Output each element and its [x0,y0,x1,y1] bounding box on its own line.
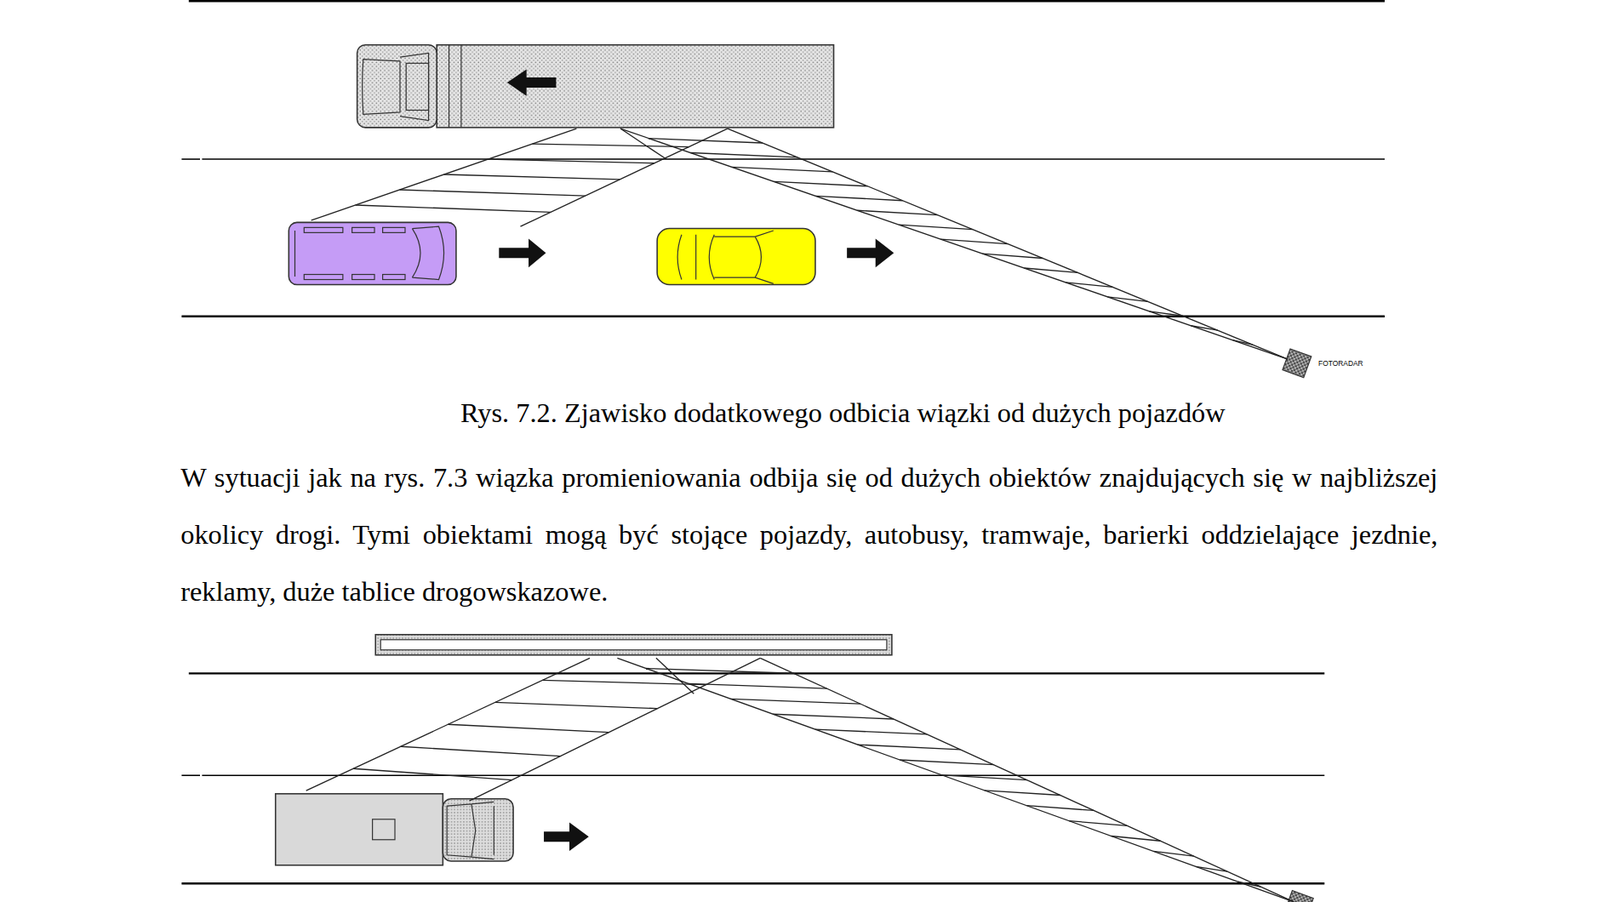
beam-line [1232,340,1253,345]
radar-device [1282,348,1312,378]
beam-line [1148,311,1183,316]
beam-line [656,657,694,694]
beam-line [400,746,561,756]
beam-line [353,768,512,780]
beam-line [772,714,894,720]
beam-line [857,744,961,750]
beam-line [773,181,868,186]
beam-line [690,153,798,158]
figure-caption: Rys. 7.2. Zjawisko dodatkowego odbicia w… [306,395,1380,431]
beam-line [355,205,552,212]
beam-line [1111,836,1161,842]
body-paragraph: W sytuacji jak na rys. 7.3 wiązka promie… [180,449,1438,621]
beam-line [620,128,1288,360]
beam-line [1195,866,1228,872]
beam-line [447,724,609,732]
beam-line [1190,325,1218,331]
beam-line [444,174,621,180]
beam-line [760,657,1294,902]
beam-line [984,790,1061,796]
radar-beams [306,128,1295,902]
device-label: FOTORADAR [1318,359,1364,369]
beam-line [495,702,658,709]
beam-line [469,657,761,801]
beam-line [688,683,828,689]
beam-line [815,729,927,735]
beam-line [400,189,586,196]
beam-line [942,775,1028,781]
beam-line [940,239,1008,244]
beam-line [620,128,667,160]
beam-line [1026,805,1094,812]
beam-line [727,128,1288,360]
road-lines [181,0,1385,316]
van [288,222,546,285]
beam-line [1238,881,1261,887]
billboard [375,634,892,656]
beam-line [857,210,938,215]
beam-line [531,143,689,148]
beam-line [1107,297,1148,302]
beam-line [731,166,833,172]
beam-line [898,224,972,229]
beam-line [1153,851,1194,857]
beam-line [1065,282,1113,287]
beam-line [1068,821,1127,827]
beam-line [899,760,994,766]
truck [357,45,835,128]
beam-line [617,657,1294,902]
beam-line [982,253,1043,258]
beam-line [815,195,903,200]
beam-line [731,698,861,704]
car [657,228,894,286]
beam-line [488,159,655,164]
beam-line [1023,268,1078,273]
road-lines [181,673,1325,884]
truck-2 [275,794,589,866]
